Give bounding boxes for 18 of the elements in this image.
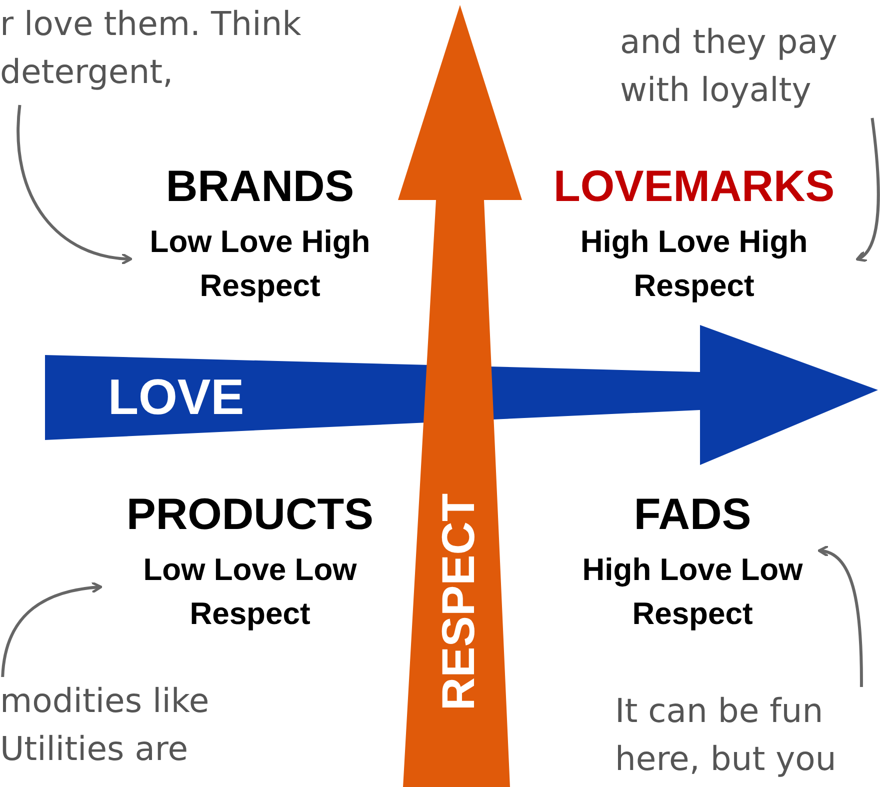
quadrant-description: Low Love High Respect — [148, 223, 372, 305]
curved-arrow — [856, 118, 880, 261]
quadrant-title: FADS — [632, 489, 752, 541]
curved-arrow — [818, 546, 863, 687]
note-text: modities like Utilities are — [0, 680, 210, 770]
note-text: It can be fun here, but you — [615, 690, 838, 780]
quadrant-title: BRANDS — [164, 161, 356, 213]
axis-label: RESPECT — [431, 492, 485, 713]
curved-arrow — [16, 104, 132, 265]
quadrant-title: PRODUCTS — [126, 489, 374, 541]
note-text: and they pay with loyalty — [620, 21, 838, 111]
axis-label: LOVE — [108, 368, 244, 426]
quadrant-description: High Love High Respect — [579, 223, 809, 305]
quadrant-title: LOVEMARKS — [552, 161, 836, 213]
note-text: r love them. Think detergent, — [0, 3, 302, 93]
quadrant-description: High Love Low Respect — [581, 551, 804, 633]
quadrant-description: Low Love Low Respect — [142, 551, 358, 633]
curved-arrow — [1, 582, 102, 678]
